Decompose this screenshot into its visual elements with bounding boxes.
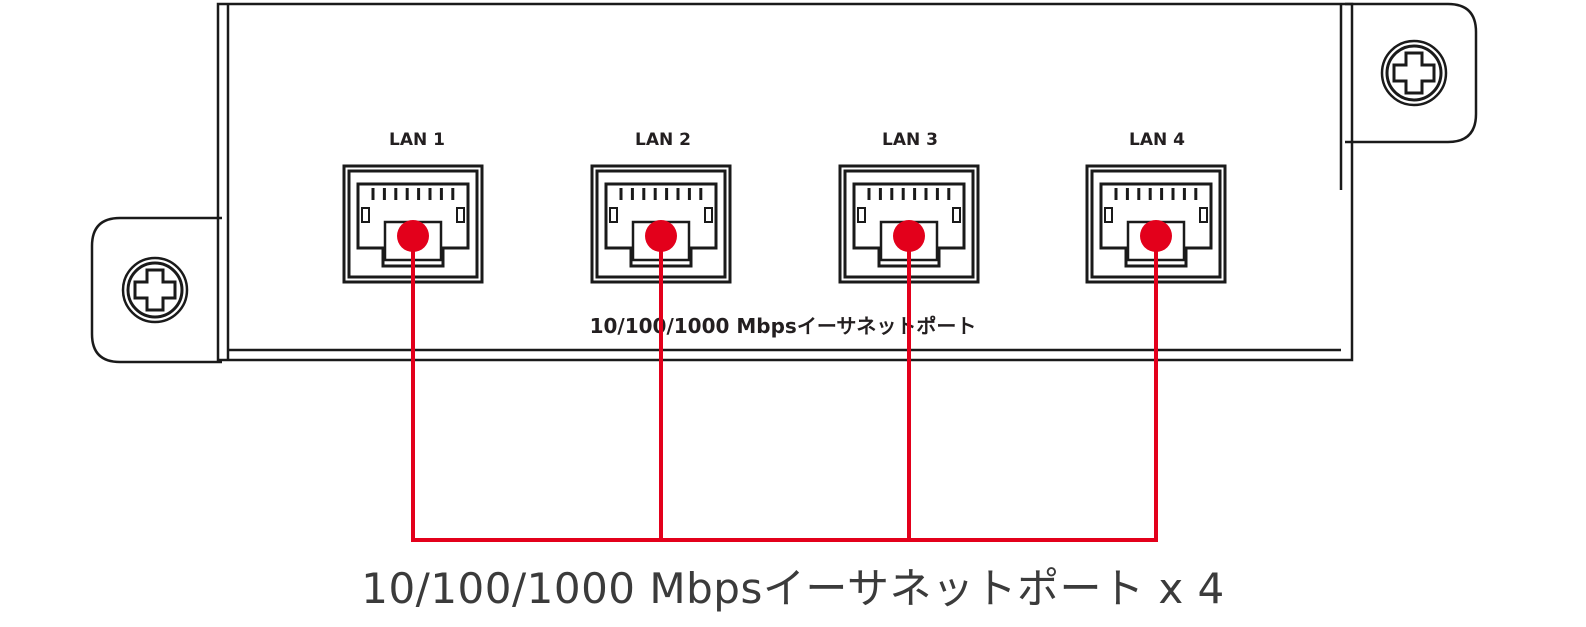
lan-ports	[342, 164, 1227, 284]
callout-markers	[397, 220, 1172, 252]
module-faceplate	[216, 2, 1354, 362]
right-mounting-ear	[1345, 2, 1478, 144]
callout-caption: 10/100/1000 Mbpsイーサネットポート x 4	[361, 564, 1225, 613]
right-screw-icon	[1380, 39, 1448, 107]
port-label-lan-1: LAN 1	[389, 130, 445, 150]
port-marker-lan-2	[645, 220, 677, 252]
port-marker-lan-3	[893, 220, 925, 252]
port-label-lan-4: LAN 4	[1129, 130, 1185, 150]
port-type-label: 10/100/1000 Mbpsイーサネットポート	[590, 314, 977, 338]
port-label-lan-2: LAN 2	[635, 130, 691, 150]
port-marker-lan-1	[397, 220, 429, 252]
rj45-port-icon	[342, 164, 484, 284]
port-label-lan-3: LAN 3	[882, 130, 938, 150]
left-mounting-ear	[90, 216, 222, 364]
left-screw-icon	[121, 256, 189, 324]
rj45-port-icon	[590, 164, 732, 284]
callout-connector	[411, 236, 1158, 542]
port-marker-lan-4	[1140, 220, 1172, 252]
